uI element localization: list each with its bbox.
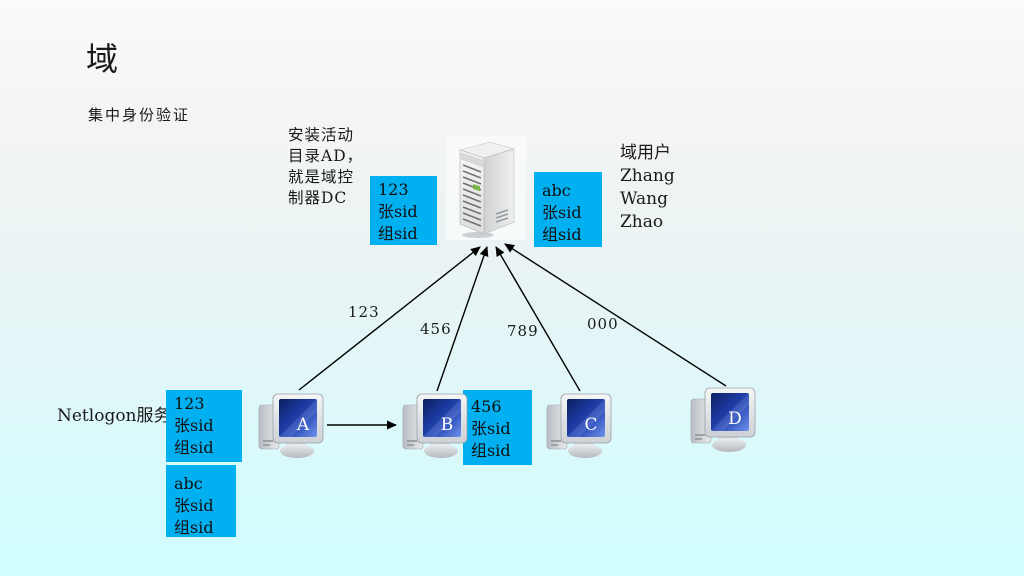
domain-users-heading: 域用户: [620, 143, 671, 163]
server-icon: [446, 136, 526, 240]
computer-screen-label: B: [441, 415, 454, 435]
sid-box-client-a-123: 123 张sid 组sid: [166, 390, 242, 462]
edge-c-to-dc: [495, 246, 581, 392]
subtitle-centralized-auth: 集中身份验证: [88, 106, 191, 124]
ad-dc-note: 安装活动 目录AD， 就是域控 制器DC: [288, 126, 364, 207]
slide-title: 域: [86, 40, 120, 78]
computer-d-icon: D: [690, 387, 756, 452]
computer-c-icon: C: [546, 393, 612, 458]
edge-b-to-dc: [436, 246, 489, 392]
domain-user-name: Wang: [620, 189, 668, 209]
netlogon-service-label: Netlogon服务: [57, 406, 171, 426]
edge-label-456: 456: [420, 320, 452, 338]
computer-screen-label: C: [584, 415, 597, 435]
sid-box-client-b-456: 456 张sid 组sid: [463, 390, 532, 465]
domain-user-name: Zhao: [620, 212, 664, 232]
edge-label-123: 123: [348, 303, 380, 321]
edge-label-000: 000: [587, 315, 619, 333]
computer-a-icon: A: [258, 393, 324, 458]
sid-box-client-a-abc: abc 张sid 组sid: [166, 465, 236, 537]
sid-box-dc-left: 123 张sid 组sid: [370, 176, 437, 245]
computer-b-icon: B: [402, 393, 468, 458]
edge-label-789: 789: [507, 322, 539, 340]
domain-users-block: 域用户 Zhang Wang Zhao: [620, 142, 675, 234]
computer-screen-label: A: [296, 415, 310, 435]
domain-user-name: Zhang: [620, 166, 675, 186]
edge-a-to-dc: [298, 246, 481, 391]
computer-screen-label: D: [728, 409, 742, 429]
sid-box-dc-right: abc 张sid 组sid: [534, 172, 602, 247]
